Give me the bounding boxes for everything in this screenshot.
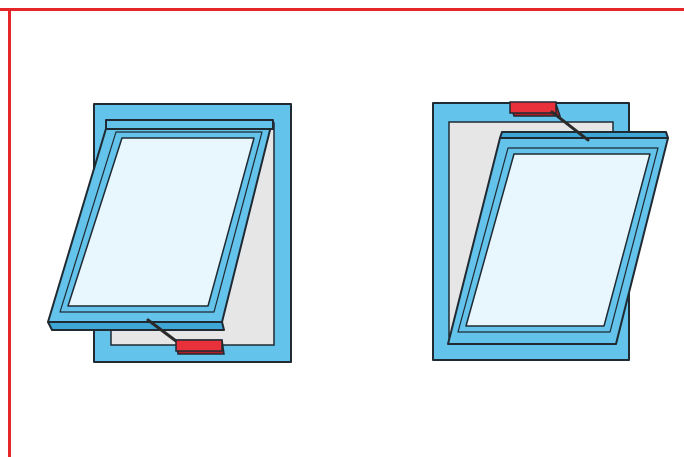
red-border-top xyxy=(0,8,684,11)
left-hinge-rail xyxy=(105,119,274,130)
red-border-left xyxy=(8,8,11,457)
right-handle xyxy=(508,101,562,117)
right-opener-arm xyxy=(550,110,590,142)
left-opener-arm xyxy=(146,318,182,346)
left-sash-bevel xyxy=(59,131,263,313)
bottom-hung-window xyxy=(432,101,669,361)
right-sash-bevel xyxy=(457,147,659,333)
left-sash-glass xyxy=(67,137,255,307)
left-handle xyxy=(175,339,225,355)
top-hung-window xyxy=(47,103,292,363)
left-sash-edge xyxy=(47,321,225,331)
right-sash-glass xyxy=(465,153,651,327)
